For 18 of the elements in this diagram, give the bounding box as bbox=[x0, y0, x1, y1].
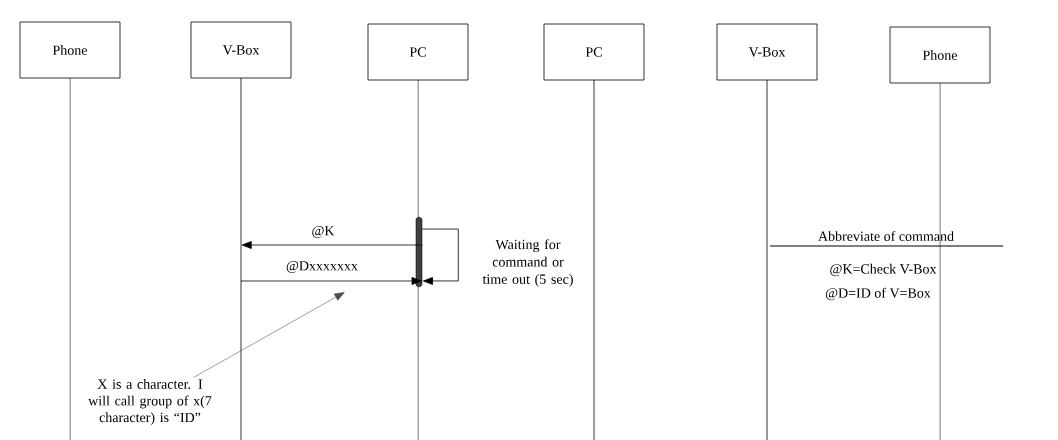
self-loop-arrow bbox=[421, 228, 459, 285]
edge-label: @K bbox=[310, 224, 336, 240]
legend-text: Abbreviate of command bbox=[818, 231, 954, 241]
participant-box: V-Box bbox=[716, 23, 818, 81]
participant-box: PC bbox=[367, 23, 469, 81]
participant-box: Phone bbox=[19, 21, 121, 79]
activation-bar bbox=[415, 217, 423, 287]
participant-box: PC bbox=[543, 23, 645, 81]
message-arrow bbox=[240, 277, 422, 285]
legend-text: @D=ID of V=Box bbox=[825, 287, 931, 301]
edge-label: @Dxxxxxxx bbox=[284, 259, 360, 275]
legend-text: @K=Check V-Box bbox=[830, 263, 937, 277]
edge-label: Waiting for command or time out (5 sec) bbox=[474, 237, 582, 289]
participant-box: V-Box bbox=[190, 21, 292, 79]
leader-line bbox=[193, 292, 345, 378]
participant-box: Phone bbox=[889, 26, 991, 84]
message-arrow bbox=[241, 241, 423, 249]
note-text: X is a character. I will call group of x(7 character) is “ID” bbox=[88, 379, 212, 425]
